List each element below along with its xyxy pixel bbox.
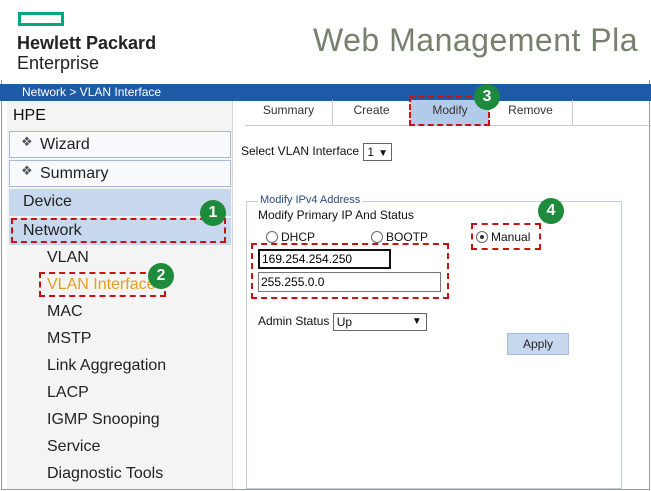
brand-logo-text: Hewlett Packard Enterprise	[17, 33, 156, 73]
radio-circle-icon	[371, 231, 383, 243]
callout-box-modify-tab	[409, 96, 490, 126]
ip-address-input[interactable]: 169.254.254.250	[258, 249, 391, 269]
tab-summary[interactable]: Summary	[245, 100, 333, 125]
radio-manual[interactable]: Manual	[476, 230, 530, 244]
callout-box-network	[11, 218, 226, 243]
fieldset-legend: Modify IPv4 Address	[258, 194, 363, 206]
app-header: Hewlett Packard Enterprise Web Managemen…	[0, 0, 651, 80]
sidebar-item-link-aggregation[interactable]: Link Aggregation	[47, 357, 167, 374]
hpe-logo-icon	[18, 12, 64, 26]
sidebar-item-diagnostic-tools[interactable]: Diagnostic Tools	[47, 465, 164, 482]
sidebar-item-mac[interactable]: MAC	[47, 303, 83, 320]
callout-badge-1: 1	[200, 200, 226, 226]
sidebar-item-wizard[interactable]: ❖ Wizard	[9, 131, 231, 158]
vlan-interface-select-value: 1	[367, 145, 375, 159]
sidebar-item-label: Wizard	[40, 136, 90, 153]
breadcrumb-bar: Network > VLAN Interface	[0, 84, 651, 101]
callout-badge-3: 3	[474, 84, 500, 110]
radio-manual-label: Manual	[491, 230, 531, 244]
admin-status-label: Admin Status	[258, 314, 330, 329]
tab-create[interactable]: Create	[333, 100, 411, 125]
admin-status-select[interactable]: Up ▼	[332, 313, 427, 331]
callout-badge-2: 2	[148, 263, 174, 289]
logo-line-1: Hewlett Packard	[17, 33, 157, 53]
logo-line-2: Enterprise	[17, 53, 100, 73]
sidebar-item-vlan-interface[interactable]: VLAN Interface	[47, 276, 156, 293]
select-vlan-interface-label: Select VLAN Interface	[241, 144, 360, 159]
sidebar-root-hpe[interactable]: HPE	[13, 107, 46, 124]
callout-box-ip-fields	[251, 243, 449, 299]
app-title: Web Management Pla	[313, 22, 639, 58]
tab-remove[interactable]: Remove	[489, 100, 573, 125]
diamond-bullet-icon: ❖	[21, 163, 33, 178]
fieldset-subtitle: Modify Primary IP And Status	[258, 208, 414, 222]
sidebar-item-lacp[interactable]: LACP	[47, 384, 89, 401]
sidebar-item-mstp[interactable]: MSTP	[47, 330, 92, 347]
radio-dhcp[interactable]: DHCP	[266, 230, 315, 244]
chevron-down-icon: ▼	[411, 316, 422, 327]
sidebar-item-label: Device	[23, 193, 72, 210]
tab-modify[interactable]: Modify	[411, 100, 489, 125]
admin-status-row: Admin Status Up ▼	[258, 313, 427, 331]
callout-box-vlan-interface	[39, 272, 166, 297]
radio-bootp[interactable]: BOOTP	[371, 230, 428, 244]
sidebar: HPE ❖ Wizard ❖ Summary Device Network VL…	[7, 101, 233, 489]
vlan-interface-select[interactable]: 1▼	[363, 143, 392, 161]
callout-box-manual	[471, 223, 541, 250]
sidebar-item-vlan[interactable]: VLAN	[47, 249, 89, 266]
diamond-bullet-icon: ❖	[21, 134, 33, 149]
apply-button[interactable]: Apply	[507, 333, 569, 355]
modify-ipv4-fieldset	[246, 201, 622, 489]
chevron-down-icon: ▼	[378, 148, 388, 159]
sidebar-item-igmp-snooping[interactable]: IGMP Snooping	[47, 411, 160, 428]
vlan-interface-select-row: Select VLAN Interface 1▼	[241, 143, 392, 161]
radio-bootp-label: BOOTP	[386, 230, 429, 244]
sidebar-item-service[interactable]: Service	[47, 438, 101, 455]
radio-checked-icon	[476, 231, 488, 243]
sidebar-item-label: Network	[23, 222, 82, 239]
breadcrumb: Network > VLAN Interface	[22, 85, 162, 99]
callout-badge-4: 4	[538, 198, 564, 224]
sidebar-item-label: Summary	[40, 165, 109, 182]
subnet-mask-input[interactable]: 255.255.0.0	[258, 272, 441, 292]
sidebar-item-summary[interactable]: ❖ Summary	[9, 160, 231, 187]
radio-dhcp-label: DHCP	[281, 230, 316, 244]
sidebar-item-network[interactable]: Network	[9, 218, 231, 245]
radio-circle-icon	[266, 231, 278, 243]
admin-status-value: Up	[336, 315, 353, 329]
sidebar-item-device[interactable]: Device	[9, 189, 231, 216]
